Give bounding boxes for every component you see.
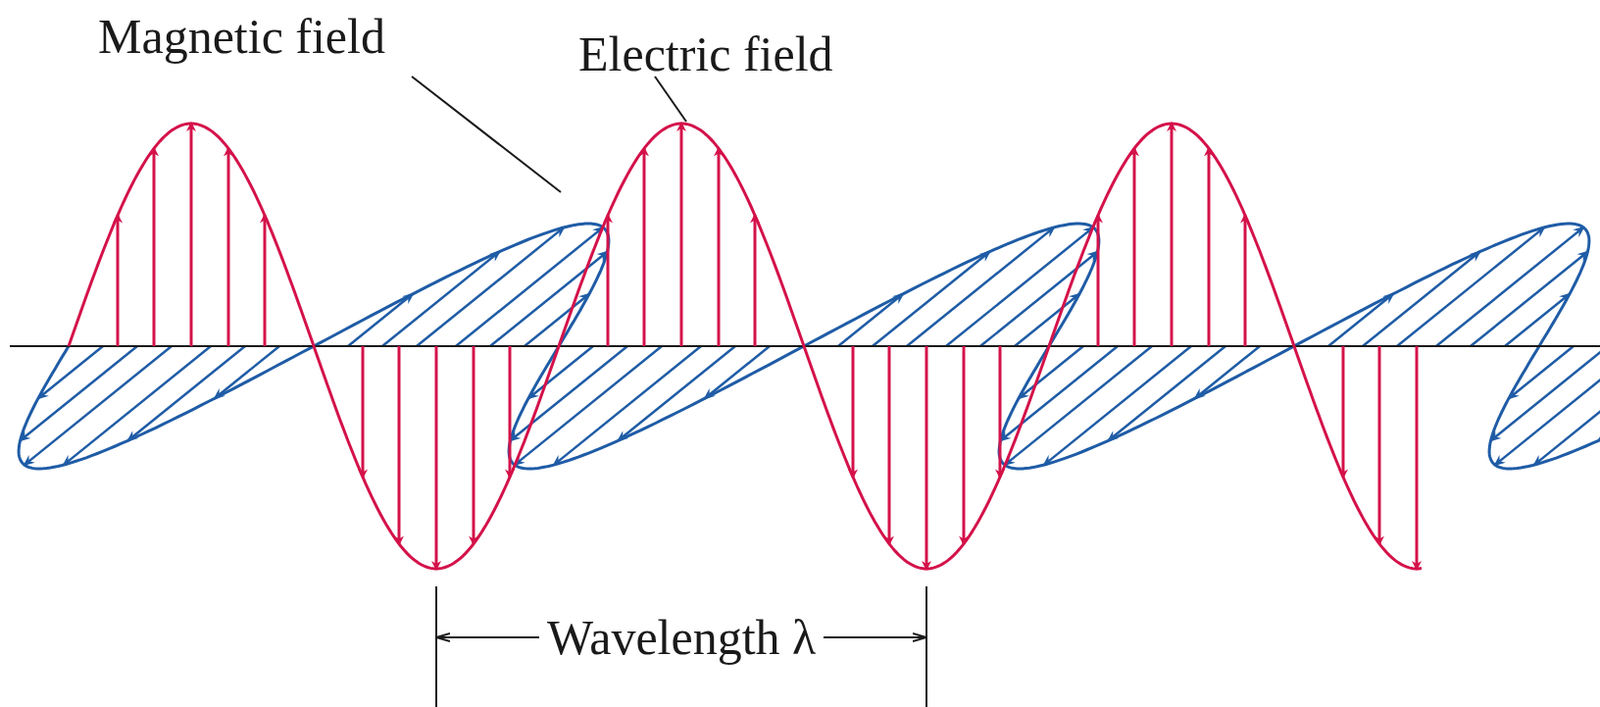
magnetic-field-arrow	[1470, 251, 1588, 347]
electric-field-arrow	[643, 148, 647, 347]
magnetic-field-arrow	[1328, 294, 1394, 347]
electric-field-arrow	[753, 215, 757, 347]
dimension-label: Wavelength λ	[539, 610, 824, 665]
electric-field-arrow	[508, 346, 512, 477]
electric-field-arrow	[398, 346, 401, 545]
magnetic-field-arrow	[1504, 294, 1570, 347]
leader-line	[654, 76, 687, 122]
magnetic-field-arrow	[1195, 346, 1260, 399]
electric-field-arrow	[717, 148, 721, 347]
magnetic-field-arrow	[38, 346, 103, 399]
magnetic-field-arrow	[618, 346, 736, 441]
magnetic-field-arrow	[490, 251, 607, 347]
electric-field-arrow	[361, 346, 365, 477]
magnetic-field-arrow	[1362, 251, 1480, 347]
magnetic-field-arrow	[416, 227, 564, 347]
electric-field-arrow	[1097, 215, 1100, 347]
field-label: Magnetic field	[98, 9, 386, 64]
magnetic-field-arrow	[528, 346, 594, 399]
magnetic-field-arrow	[214, 346, 280, 399]
magnetic-field-arrow	[1397, 227, 1545, 347]
leader-line	[411, 76, 561, 193]
electric-field-arrow	[190, 123, 194, 347]
magnetic-field-arrow	[128, 346, 246, 441]
magnetic-field-arrow	[980, 251, 1098, 347]
field-label: Electric field	[578, 27, 834, 82]
electric-field-arrow	[227, 148, 231, 347]
electric-field-arrow	[1378, 346, 1382, 545]
magnetic-field-arrow	[63, 346, 211, 465]
magnetic-field-arrow	[510, 346, 628, 441]
electric-field-arrow	[1207, 148, 1211, 347]
electric-field-arrow	[999, 346, 1002, 477]
electric-field-arrow	[925, 346, 929, 569]
electric-field-arrow	[263, 215, 267, 347]
magnetic-field-arrow	[382, 251, 500, 347]
magnetic-field-arrow	[1014, 294, 1080, 347]
electric-field-arrow	[116, 215, 120, 347]
magnetic-field-arrow	[1508, 346, 1574, 399]
electric-field-arrow	[1170, 123, 1174, 347]
electric-field-wave	[68, 123, 1422, 569]
electric-field-arrow	[1244, 215, 1248, 347]
magnetic-field-arrow	[704, 346, 770, 399]
magnetic-field-arrow	[1599, 346, 1600, 441]
dimension-tick	[435, 586, 438, 707]
magnetic-field-arrow	[553, 346, 701, 465]
electric-field-arrow	[962, 346, 966, 545]
magnetic-field-arrow	[348, 294, 413, 347]
magnetic-field-arrow	[1108, 346, 1226, 441]
magnetic-field-arrow	[1018, 346, 1084, 399]
magnetic-field-arrow	[1044, 346, 1192, 465]
electric-field-arrow	[1133, 148, 1137, 347]
electric-field-arrow	[435, 346, 439, 569]
magnetic-field-arrow	[838, 294, 903, 347]
magnetic-field-arrow	[906, 227, 1054, 347]
magnetic-field-arrow	[20, 346, 138, 441]
magnetic-field-arrow	[872, 251, 990, 347]
electric-field-arrow	[680, 123, 684, 347]
electric-field-arrow	[1342, 346, 1346, 477]
electric-field-arrow	[888, 346, 892, 545]
magnetic-field-arrow	[1436, 227, 1584, 347]
magnetic-field-arrow	[24, 346, 172, 465]
magnetic-field-arrow	[524, 294, 590, 347]
magnetic-field-arrow	[1534, 346, 1600, 465]
magnetic-field-arrow	[1495, 346, 1600, 465]
electric-field-curve	[68, 123, 1422, 569]
dimension-tick	[925, 586, 928, 707]
electric-field-arrow	[606, 215, 610, 347]
electric-field-arrow	[152, 148, 156, 347]
electric-field-arrow	[1415, 346, 1419, 569]
electric-field-arrow	[472, 346, 476, 545]
electric-field-arrow	[851, 346, 855, 477]
magnetic-field-arrow	[1000, 346, 1118, 441]
